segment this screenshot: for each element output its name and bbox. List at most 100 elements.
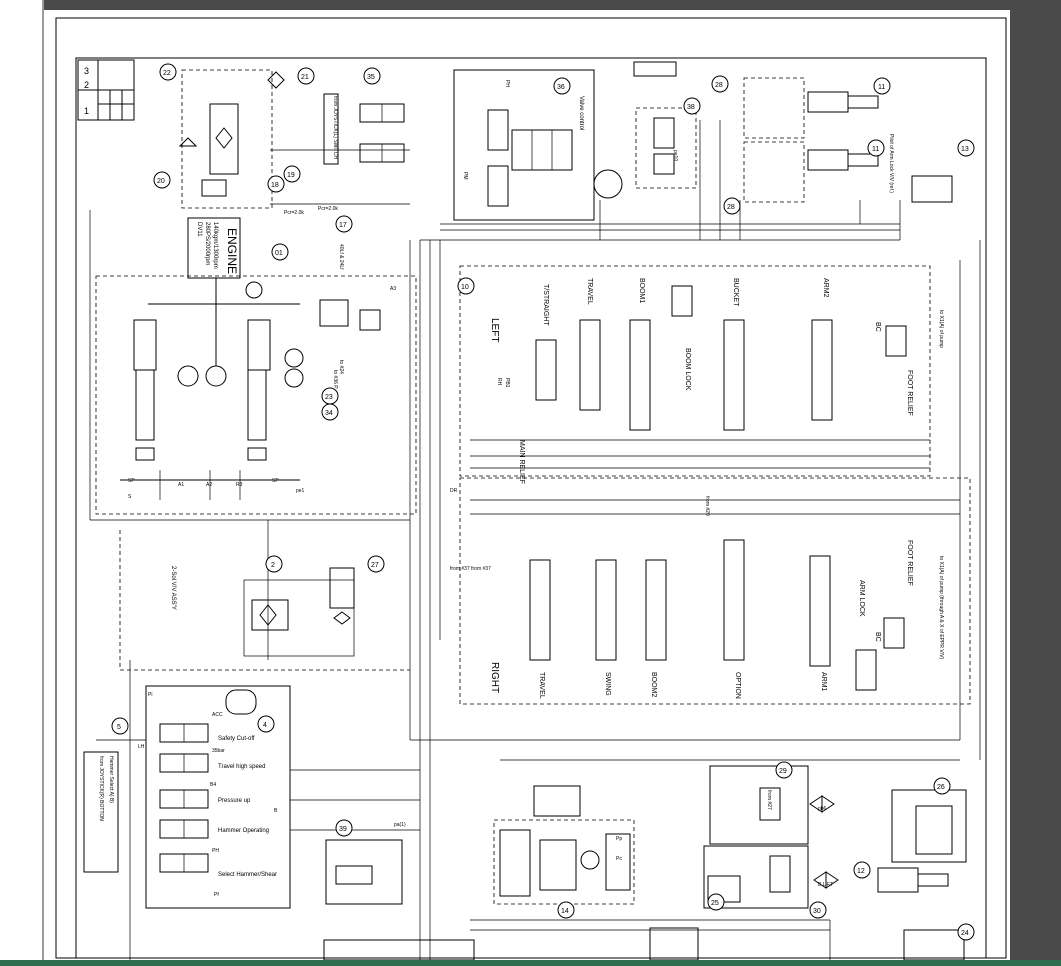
- callout-10: 10: [457, 277, 475, 295]
- label-19kc-2: from #37 from #37: [450, 566, 491, 572]
- joystick-button-box: [83, 751, 119, 873]
- swing-motor-14: [499, 785, 631, 897]
- callout-19: 19: [283, 165, 301, 183]
- svg-text:30: 30: [813, 908, 821, 915]
- arm-lock-label: ARM LOCK: [858, 580, 865, 617]
- label-ph: B: [274, 808, 278, 814]
- svg-text:39: 39: [339, 826, 347, 833]
- svg-text:11: 11: [872, 146, 879, 153]
- label-a1: R3: [236, 482, 243, 488]
- label-a3: A3: [390, 286, 396, 292]
- spool-right-swing: SWING: [604, 672, 611, 696]
- callout-22: 22: [159, 63, 177, 81]
- solenoid-bank-valves: ACC: [159, 689, 257, 873]
- engine-block: ENGINE DV11 280PS/2000rpm 140kgm/1300rpm: [187, 217, 241, 279]
- callout-38: 38: [683, 97, 701, 115]
- label-p3: LH: [138, 744, 145, 750]
- svg-text:28: 28: [727, 204, 735, 211]
- callout-13: 13: [957, 139, 975, 157]
- section-left-label: LEFT: [489, 318, 500, 342]
- sol-safety-cutoff: Safety Cut-off: [218, 736, 255, 742]
- label-rh: B LIFT: [818, 882, 833, 888]
- hydraulic-schematic: 3 2 1 ENGINE DV11 280PS/2000rpm 140kgm/1…: [55, 17, 1007, 960]
- pump-assembly-boundary: [95, 275, 417, 515]
- spool-right-arm1: ARM1: [820, 672, 827, 692]
- spool-left-travel: TRAVEL: [586, 278, 593, 305]
- viewer-top-bar: [0, 0, 1061, 10]
- hydraulic-lines: [89, 120, 981, 960]
- title-block: 3 2 1: [77, 59, 135, 121]
- component-39: [325, 839, 403, 905]
- bc-label-upper: BC: [874, 322, 881, 332]
- callout-24: 24: [957, 923, 975, 941]
- label-relief-1: RH: [496, 378, 502, 386]
- label-pi: Pi: [148, 692, 152, 698]
- label-100kg: PM: [462, 172, 468, 180]
- label-pe10: pa(1): [394, 822, 406, 828]
- label-pcr-2: Pcr=2.0k: [318, 206, 338, 212]
- filter-assembly-boundary: [181, 69, 273, 209]
- spool-left-bucket: BUCKET: [732, 278, 739, 307]
- callout-27: 27: [367, 555, 385, 573]
- label-a-up: Pc: [616, 856, 622, 862]
- valve-control-label: Valve control: [578, 96, 584, 130]
- component-2-27: 2-Sol V/V ASS'Y: [170, 566, 355, 631]
- callout-01: 01: [271, 243, 289, 261]
- label-19kc-1: DR: [450, 488, 458, 494]
- pilot-block-36: [453, 69, 595, 221]
- label-220kg: from #27: [766, 790, 772, 810]
- swing-motor-14-boundary: [493, 819, 635, 905]
- acc-label: ACC: [212, 712, 223, 718]
- spool-right-option: OPTION: [734, 672, 741, 699]
- upper-spools: [470, 285, 930, 469]
- pilot-arm-lock-label: Pilot of Arm Lock V/V (ref.): [888, 134, 894, 193]
- spool-right-boom2: BOOM2: [650, 672, 657, 697]
- svg-text:10: 10: [461, 284, 469, 291]
- title-char-2: 2: [84, 80, 89, 90]
- label-80kg: PH: [504, 80, 510, 87]
- svg-text:24: 24: [961, 930, 969, 937]
- label-relief-2: PB1: [504, 378, 510, 388]
- component-38: [633, 61, 677, 175]
- sol-pressure-up: Pressure up: [218, 798, 251, 804]
- engine-power: 280PS/2000rpm: [204, 222, 210, 265]
- sheet-border-inner: [75, 57, 987, 959]
- callout-29: 29: [775, 761, 793, 779]
- callout-26: 26: [933, 777, 951, 795]
- solenoid-bank-5: [145, 685, 291, 909]
- component-25-30-boundary: [703, 845, 809, 909]
- component-2-27-boundary: [243, 579, 355, 657]
- to-x1-pump-label-2: to X1(A) of pump (through A & X of EPPR …: [938, 556, 944, 659]
- section-right-label: RIGHT: [489, 662, 500, 693]
- solenoid-pair-35: from JOYSTICK(L) SWITCH: [323, 93, 405, 165]
- to-x1-pump-label: to X1(A) of pump: [938, 310, 944, 348]
- main-relief-label: MAIN RELIEF: [518, 440, 525, 484]
- viewer-right-scroll-area[interactable]: [1010, 0, 1061, 966]
- engine-label: ENGINE: [225, 228, 239, 274]
- svg-text:4: 4: [263, 722, 267, 729]
- svg-text:11: 11: [878, 84, 885, 91]
- sheet-border-outer: [55, 17, 1007, 959]
- label-b-lift: Pp: [616, 836, 622, 842]
- label-50kg: pe10: [672, 150, 678, 161]
- sol-hammer-operating: Hammer Operating: [218, 828, 269, 834]
- foot-relief-upper: FOOT RELIEF: [906, 370, 913, 416]
- callout-20: 20: [153, 171, 171, 189]
- svg-text:14: 14: [561, 908, 569, 915]
- from-joystick-button: from JOYSTICK(R) BOTTON: [98, 756, 104, 821]
- engine-spec: DV11: [196, 222, 202, 237]
- callout-39: 39: [335, 819, 353, 837]
- svg-text:17: 17: [339, 222, 347, 229]
- svg-text:38: 38: [687, 104, 695, 111]
- label-250kg: from #20: [704, 496, 710, 516]
- callout-14: 14: [557, 901, 575, 919]
- svg-text:25: 25: [711, 900, 719, 907]
- misc-labels: Pcr=2.0k Pcr=2.0k 40Lf & 24Lf to #24 to …: [128, 80, 833, 898]
- engine-torque: 140kgm/1300rpm: [212, 222, 218, 269]
- title-char-1: 3: [84, 66, 89, 76]
- foot-relief-lower: FOOT RELIEF: [906, 540, 913, 586]
- callout-28-top: 28: [711, 75, 729, 93]
- pilot-block-internals: Valve control: [487, 96, 623, 207]
- lower-spools: [470, 499, 960, 691]
- label-lh: pb6: [818, 806, 827, 812]
